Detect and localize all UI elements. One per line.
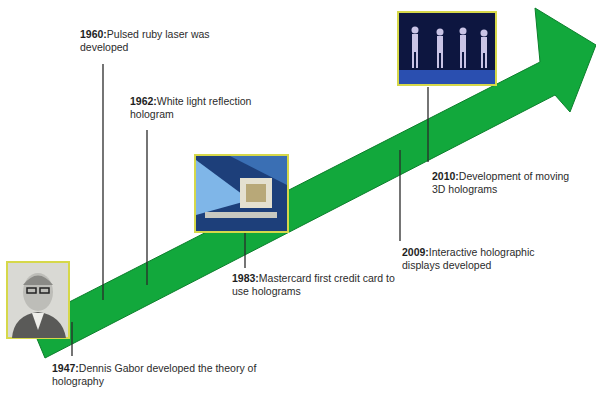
year-label: 2009: [402, 246, 429, 258]
credit-card-photo [195, 155, 288, 232]
timeline-entry: 1960:Pulsed ruby laser was developed [80, 28, 215, 54]
timeline-entry: 2010:Development of moving 3D holograms [432, 170, 572, 196]
year-label: 1947: [52, 362, 79, 374]
year-label: 1962: [130, 95, 157, 107]
event-label: Dennis Gabor developed the theory of hol… [52, 362, 256, 387]
hologram-stage-photo [398, 12, 496, 85]
timeline-entry: 1947:Dennis Gabor developed the theory o… [52, 362, 292, 388]
timeline-entry: 1983:Mastercard first credit card to use… [232, 272, 400, 298]
timeline-arrow [30, 8, 596, 358]
year-label: 1960: [80, 28, 107, 40]
year-label: 1983: [232, 272, 259, 284]
tick-lines [72, 64, 428, 356]
gabor-portrait [7, 262, 69, 338]
timeline-entry: 2009:Interactive holographic displays de… [402, 246, 552, 272]
timeline-entry: 1962:White light reflection hologram [130, 95, 270, 121]
year-label: 2010: [432, 170, 459, 182]
